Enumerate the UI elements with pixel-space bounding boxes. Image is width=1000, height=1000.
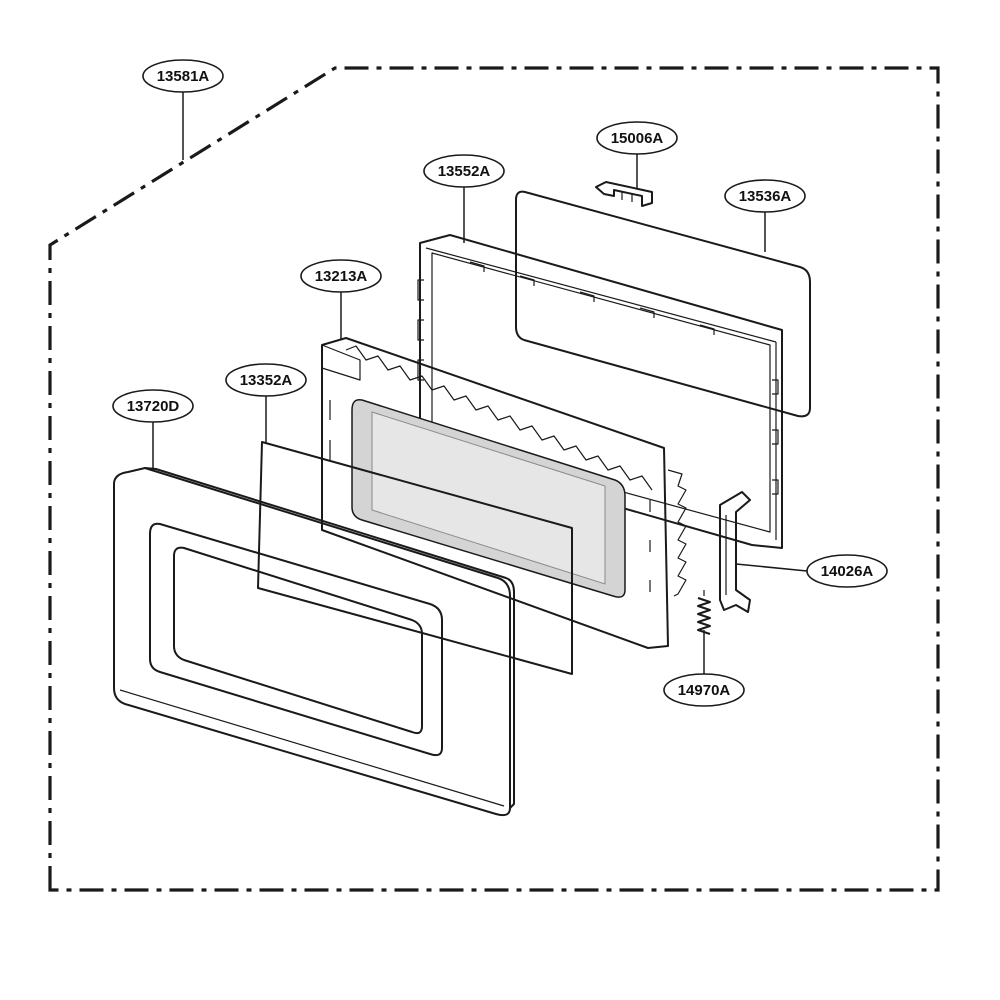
part-13352A-panel [257, 441, 573, 675]
part-15006A-bracket [595, 181, 653, 207]
callout-label: 14026A [821, 563, 874, 580]
callout-13213A: 13213A [300, 259, 382, 293]
callout-label: 15006A [611, 130, 664, 147]
callout-13720D: 13720D [112, 389, 194, 423]
leader-lines [152, 92, 808, 674]
callout-13352A: 13352A [225, 363, 307, 397]
callout-label: 14970A [678, 682, 731, 699]
callout-13581A: 13581A [142, 59, 224, 93]
part-14970A-spring [697, 590, 711, 635]
callout-label: 13720D [127, 398, 180, 415]
callout-label: 13552A [438, 163, 491, 180]
leader-14026A [735, 563, 808, 572]
part-13213A-door-plate [321, 337, 687, 649]
callout-15006A: 15006A [596, 121, 678, 155]
callout-14026A: 14026A [806, 554, 888, 588]
part-13552A-choke-frame [417, 234, 783, 549]
callout-13536A: 13536A [724, 179, 806, 213]
part-13536A-glass-panel [515, 190, 811, 418]
part-14026A-latch [719, 491, 751, 613]
callout-13552A: 13552A [423, 154, 505, 188]
callout-label: 13581A [157, 68, 210, 85]
assembly-boundary [48, 66, 940, 892]
callout-label: 13536A [739, 188, 792, 205]
callout-14970A: 14970A [663, 673, 745, 707]
part-13720D-door-frame [113, 467, 515, 817]
callout-label: 13213A [315, 268, 368, 285]
callout-label: 13352A [240, 372, 293, 389]
